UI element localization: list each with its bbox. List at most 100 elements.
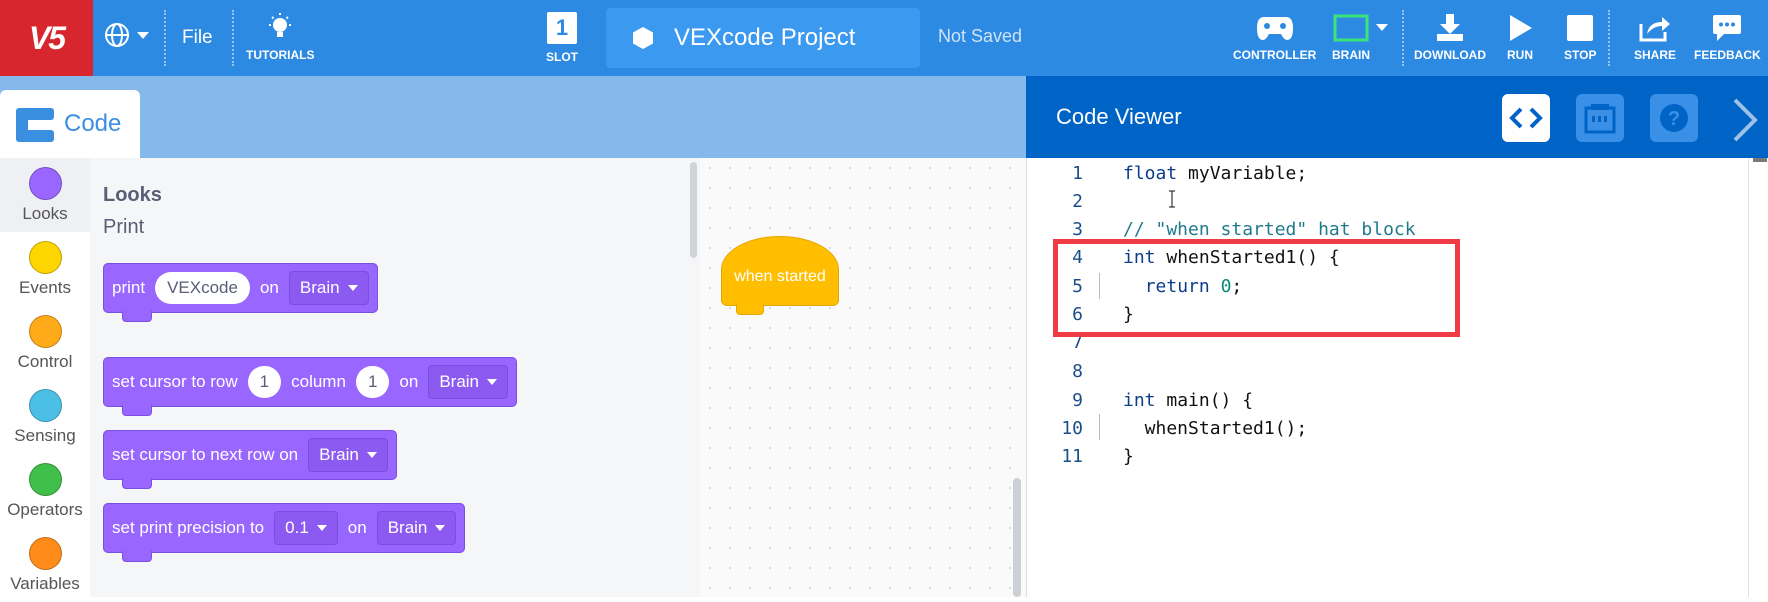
category-label: Control [17,351,73,371]
stop-button[interactable]: STOP [1564,14,1596,62]
palette-subtitle: Print [103,216,145,238]
slot-number: 1 [555,15,569,40]
target-dropdown[interactable]: Brain [428,365,509,399]
tab-code[interactable]: Code [0,90,140,158]
row-input[interactable]: 1 [247,366,282,398]
toolbar-divider [1402,10,1404,66]
line-number: 2 [1072,190,1083,212]
dropdown-value: Brain [299,278,340,297]
print-value-input[interactable]: VEXcode [155,272,250,304]
indent-guide [1099,414,1100,440]
category-dot [28,536,62,570]
language-menu[interactable] [104,22,150,48]
vex-logo[interactable]: V5 [0,0,93,76]
category-label: Looks [22,203,68,223]
code-viewer-scrollbar[interactable] [1748,158,1768,597]
play-icon [1510,15,1532,41]
next-row-block[interactable]: set cursor to next row on Brain [103,430,397,489]
brain-screen-icon [1333,14,1369,42]
slot-button[interactable]: 1 SLOT [546,12,578,64]
brain-label: BRAIN [1332,48,1370,62]
print-precision-block[interactable]: set print precision to 0.1 on Brain [103,503,466,562]
editor-tab-bar [0,76,1026,158]
category-dot [28,314,62,348]
dropdown-value: Brain [387,518,428,537]
code-viewer-header: Code Viewer ? [1026,76,1768,158]
project-name-field[interactable]: VEXcode Project [606,8,920,68]
target-dropdown[interactable]: Brain [288,271,369,305]
block-workspace[interactable] [700,158,1026,597]
toolbar-divider [1608,10,1610,66]
tab-code-label: Code [64,110,122,137]
line-number: 4 [1072,246,1083,268]
category-menu: Looks Events Control Sensing Operators V… [0,158,90,597]
line-number: 6 [1072,303,1083,325]
share-icon [1639,17,1670,42]
column-input[interactable]: 1 [355,366,390,398]
stop-label: STOP [1564,48,1597,62]
dropdown-caret-icon [435,525,446,531]
code-viewer-title: Code Viewer [1056,104,1182,129]
category-events[interactable]: Events [0,232,90,306]
share-button[interactable]: SHARE [1634,14,1676,62]
help-icon: ? [1660,104,1688,132]
block-text: on [399,372,419,391]
download-icon [1437,14,1463,41]
file-menu[interactable]: File [182,27,213,48]
precision-dropdown[interactable]: 0.1 [274,511,338,545]
run-label: RUN [1507,48,1533,62]
collapse-panel-button[interactable] [1729,98,1759,147]
block-text: set cursor to next row on [112,445,299,464]
palette-scrollbar[interactable] [690,162,697,258]
device-info-button[interactable] [1576,94,1624,142]
target-dropdown[interactable]: Brain [308,438,388,472]
code-text: int main() { [1123,389,1254,411]
line-number: 7 [1072,331,1083,353]
block-text: column [291,372,346,391]
line-number: 8 [1072,360,1083,382]
chevron-down-icon [137,32,149,39]
line-number: 5 [1072,275,1083,297]
code-view-button[interactable] [1502,94,1550,142]
feedback-button[interactable]: FEEDBACK [1694,14,1761,62]
line-number: 10 [1061,417,1083,439]
project-title: VEXcode Project [674,24,856,51]
target-dropdown[interactable]: Brain [376,511,457,545]
palette-title: Looks [103,184,162,206]
set-cursor-block[interactable]: set cursor to row 1 column 1 on Brain [103,357,518,416]
tutorials-button[interactable]: TUTORIALS [246,12,314,62]
run-button[interactable]: RUN [1506,14,1534,62]
dropdown-caret-icon [487,379,498,385]
save-status: Not Saved [938,26,1023,46]
print-block[interactable]: print VEXcode on Brain [103,263,378,322]
tutorials-label: TUTORIALS [246,48,315,62]
block-text: set print precision to [112,518,265,537]
hexagon-icon [633,27,653,49]
line-number: 11 [1061,445,1083,467]
share-label: SHARE [1634,48,1677,62]
brain-button[interactable]: BRAIN [1332,14,1390,62]
block-text: on [347,518,367,537]
dropdown-value: Brain [319,445,359,464]
category-looks[interactable]: Looks [0,158,90,232]
category-control[interactable]: Control [0,306,90,380]
category-variables[interactable]: Variables [0,528,90,602]
highlight-box [1053,239,1460,337]
help-button[interactable]: ? [1650,94,1698,142]
category-dot [28,240,62,274]
gamepad-icon [1256,17,1293,40]
when-started-block[interactable]: when started [721,236,839,315]
feedback-label: FEEDBACK [1694,48,1761,62]
category-label: Variables [10,573,80,593]
top-toolbar: V5 File TUTORIALS 1 SLOT VEXcode Project… [0,0,1768,76]
slot-icon: 1 [547,12,577,44]
category-sensing[interactable]: Sensing [0,380,90,454]
toolbar-divider [232,10,234,66]
code-text: return 0; [1144,275,1243,297]
controller-button[interactable]: CONTROLLER [1233,14,1316,62]
category-operators[interactable]: Operators [0,454,90,528]
code-text: whenStarted1(); [1123,417,1308,439]
workspace-scrollbar[interactable] [1013,478,1021,597]
download-button[interactable]: DOWNLOAD [1414,14,1486,62]
